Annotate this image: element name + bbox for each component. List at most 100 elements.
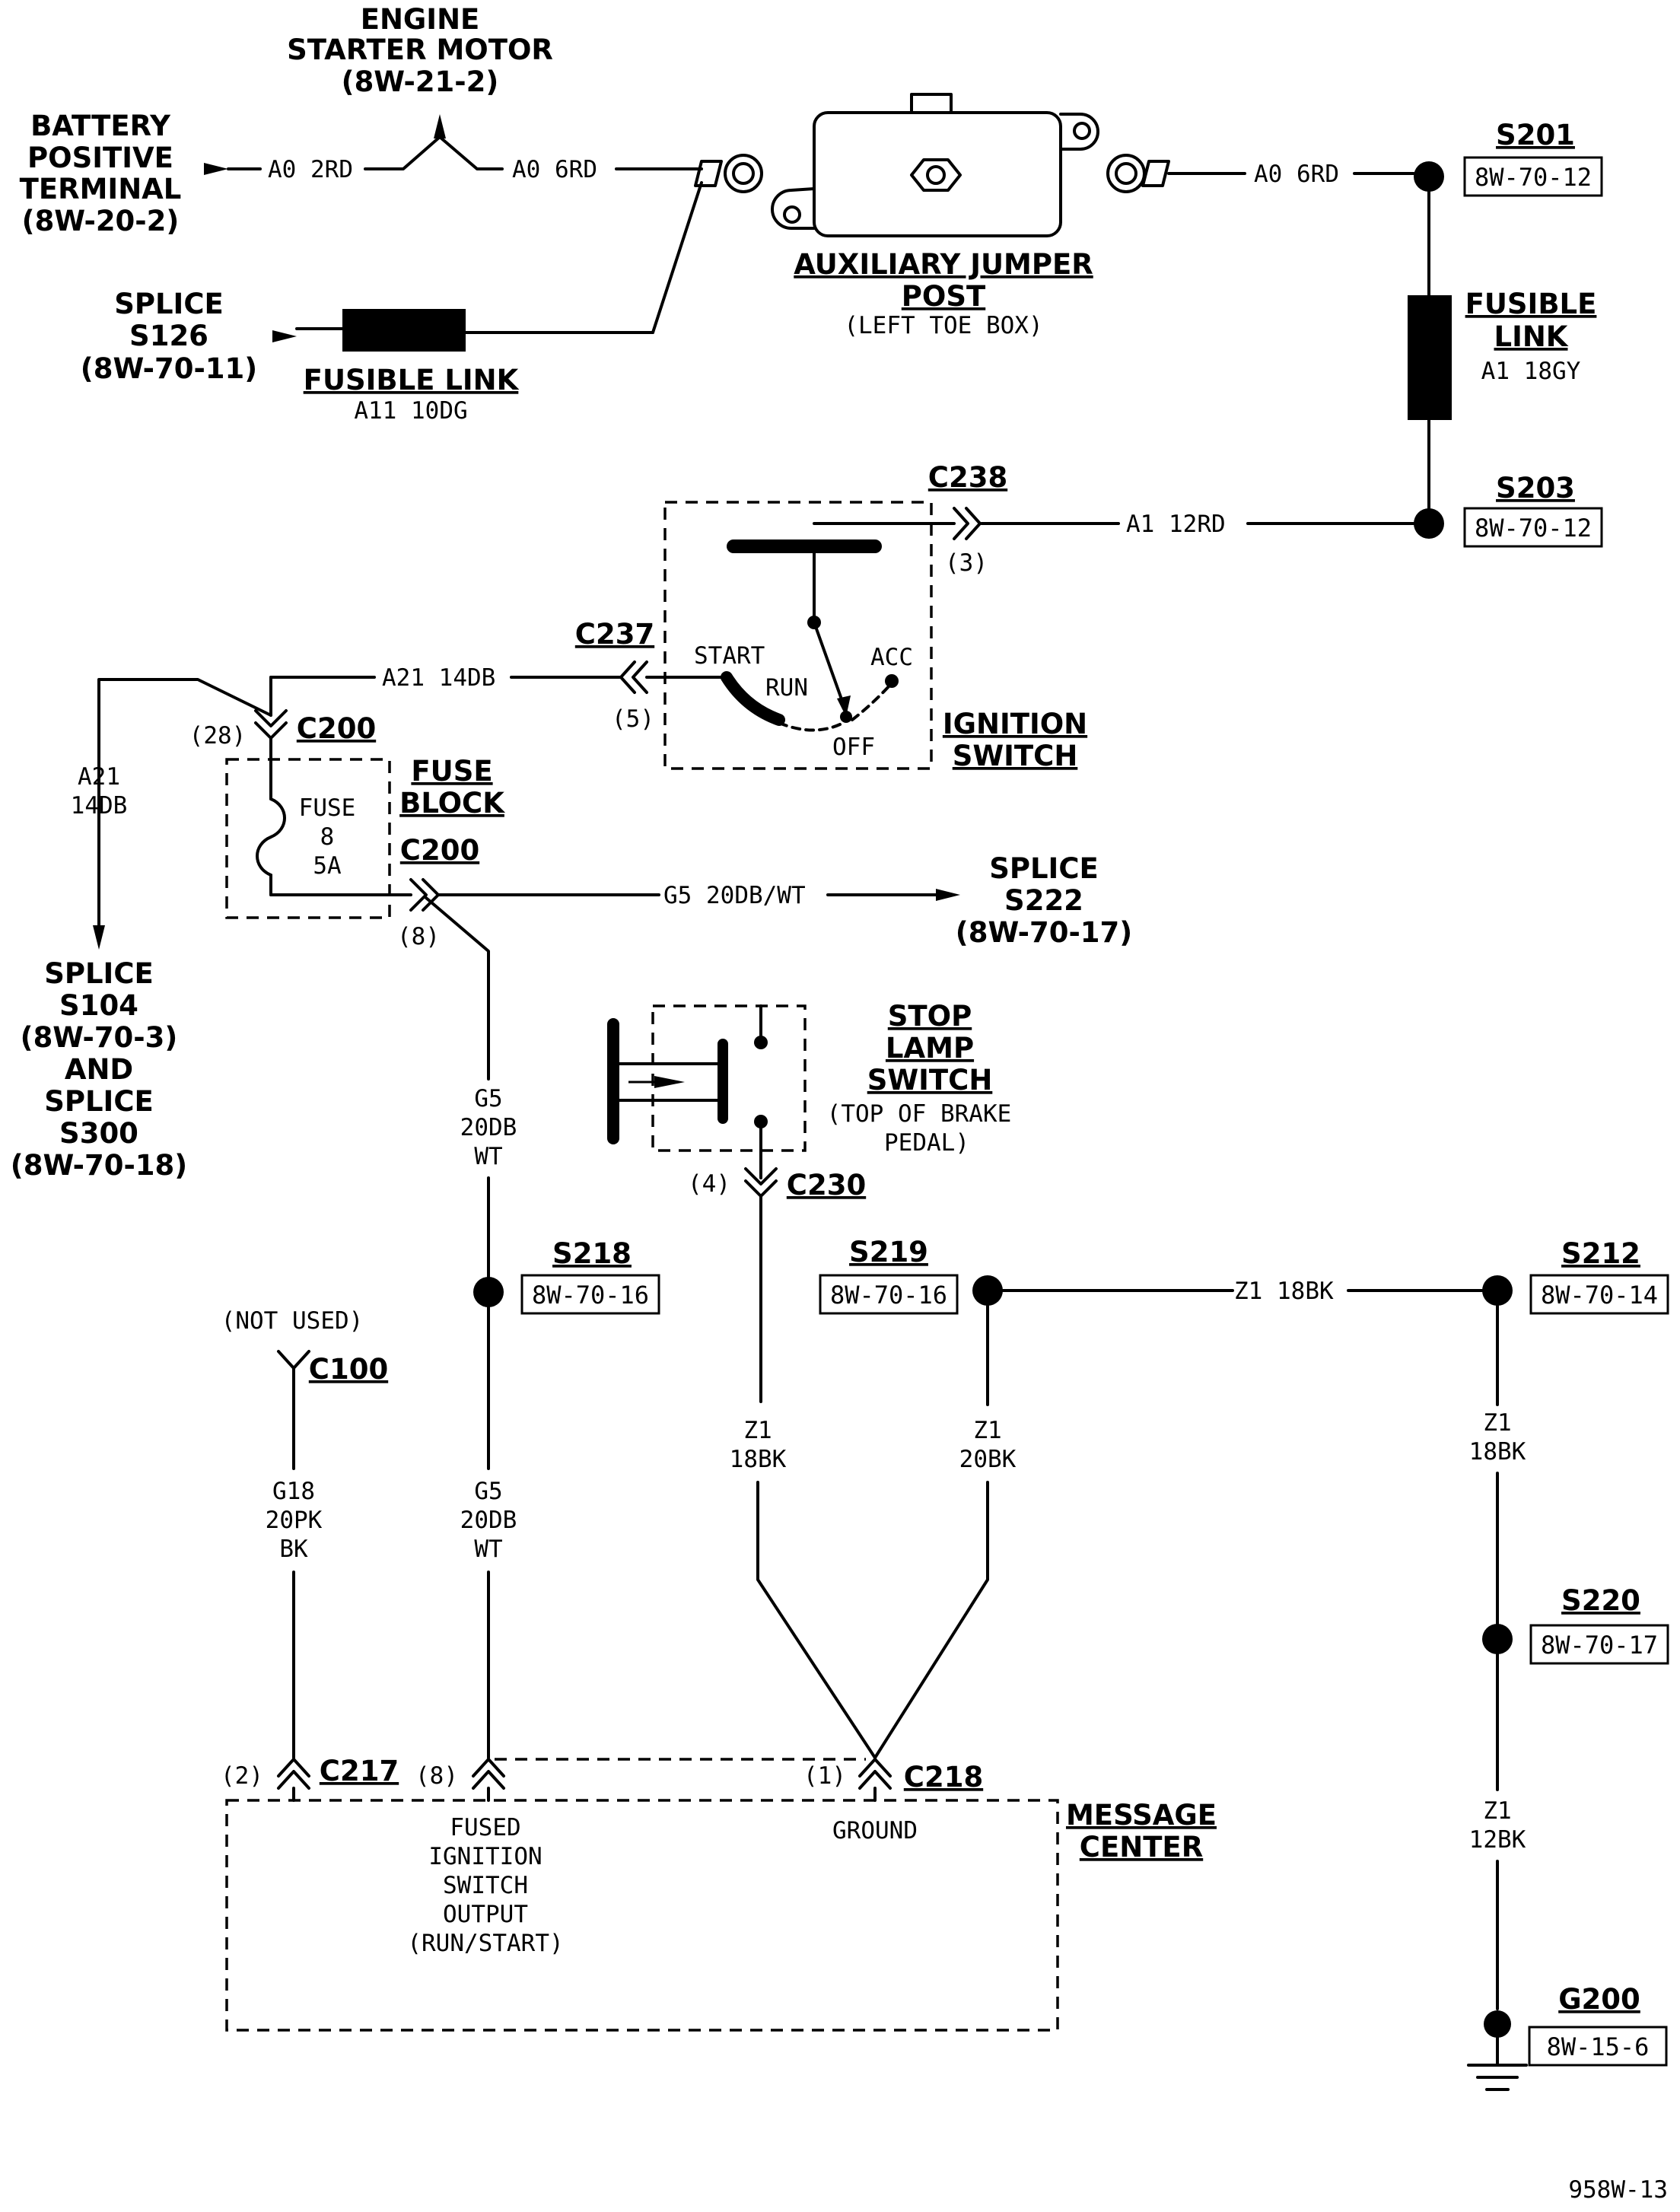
stop-lamp-switch-box bbox=[651, 1004, 807, 1152]
splice-s219-name: S219 bbox=[849, 1236, 928, 1268]
svg-text:(8W-21-2): (8W-21-2) bbox=[342, 65, 499, 98]
splice-s220-name: S220 bbox=[1561, 1584, 1640, 1617]
connector-c238-pin: (3) bbox=[945, 549, 988, 577]
wire-a0-6rd-right: A0 6RD bbox=[1254, 161, 1339, 188]
svg-text:OUTPUT: OUTPUT bbox=[443, 1901, 528, 1928]
svg-text:AND: AND bbox=[65, 1053, 133, 1086]
wire-a21-label: A21 bbox=[78, 763, 120, 791]
connector-c237-icon bbox=[619, 660, 648, 694]
connector-c200-bottom: C200 bbox=[400, 834, 479, 867]
connector-c217-pin8: (8) bbox=[415, 1762, 458, 1790]
starter-arrow-icon bbox=[434, 114, 446, 138]
a21-arrow-icon bbox=[93, 925, 105, 950]
ground-g200-dot bbox=[1484, 2010, 1511, 2038]
splice-s203-dot bbox=[1414, 508, 1444, 539]
splice-s212-dot bbox=[1482, 1275, 1513, 1306]
stop-lamp-plunger-arrow-icon bbox=[654, 1076, 685, 1088]
wire-z1b-label-2: 20BK bbox=[959, 1446, 1017, 1473]
wire-z1d-label: Z1 bbox=[1483, 1797, 1511, 1825]
wire-a0-6rd-left: A0 6RD bbox=[512, 156, 597, 183]
svg-text:LAMP: LAMP bbox=[886, 1032, 974, 1065]
wire-g5-label: G5 bbox=[474, 1085, 502, 1112]
svg-text:STARTER MOTOR: STARTER MOTOR bbox=[287, 33, 553, 66]
splice-s222-label: SPLICE S222 (8W-70-17) bbox=[956, 852, 1132, 949]
splice-s220-ref: 8W-70-17 bbox=[1541, 1631, 1658, 1660]
splice-s212-ref: 8W-70-14 bbox=[1541, 1281, 1658, 1310]
connector-c217-pin8-icon bbox=[472, 1758, 505, 1790]
splice-s126-label: SPLICE S126 (8W-70-11) bbox=[81, 288, 257, 385]
wire-g5-label-3: WT bbox=[474, 1143, 502, 1170]
wire-g18-label: G18 bbox=[272, 1478, 315, 1505]
fuse-block-box bbox=[225, 758, 391, 919]
svg-text:SPLICE: SPLICE bbox=[989, 852, 1099, 885]
svg-text:(8W-70-17): (8W-70-17) bbox=[956, 916, 1132, 949]
svg-text:TERMINAL: TERMINAL bbox=[20, 173, 182, 205]
wire-a21-14db: A21 14DB bbox=[382, 664, 495, 692]
auxiliary-jumper-post-icon bbox=[771, 93, 1099, 237]
splice-s212-name: S212 bbox=[1561, 1237, 1640, 1270]
splice-s218-name: S218 bbox=[552, 1237, 632, 1270]
connector-c200-bottom-pin: (8) bbox=[397, 923, 440, 950]
s126-arrow-icon bbox=[272, 330, 297, 342]
splice-s218-dot bbox=[473, 1277, 504, 1307]
fuse-block-title-2: BLOCK bbox=[399, 787, 505, 820]
wire-g5-label-2: 20DB bbox=[460, 1114, 517, 1141]
svg-text:STOP: STOP bbox=[888, 1000, 972, 1033]
svg-text:SPLICE: SPLICE bbox=[44, 957, 154, 990]
connector-c238-icon bbox=[953, 507, 982, 540]
svg-text:S222: S222 bbox=[1004, 884, 1083, 917]
connector-c230: C230 bbox=[787, 1169, 866, 1201]
connector-c238: C238 bbox=[928, 461, 1007, 494]
connector-c237: C237 bbox=[575, 618, 654, 651]
svg-text:PEDAL): PEDAL) bbox=[884, 1129, 969, 1157]
fusible-link-left-wire: A11 10DG bbox=[354, 397, 467, 425]
ignition-switch-title-2: SWITCH bbox=[953, 740, 1078, 772]
ground-g200-name: G200 bbox=[1558, 1983, 1640, 2016]
connector-c217: C217 bbox=[320, 1755, 399, 1787]
ignition-off-label: OFF bbox=[832, 734, 875, 761]
ignition-switch-box bbox=[663, 501, 933, 770]
wire-a1-12rd: A1 12RD bbox=[1126, 511, 1226, 538]
connector-c200-top: C200 bbox=[297, 712, 376, 745]
svg-text:SPLICE: SPLICE bbox=[44, 1085, 154, 1118]
splice-s218-ref: 8W-70-16 bbox=[532, 1281, 649, 1310]
wire-z1b-label: Z1 bbox=[973, 1417, 1001, 1444]
wire-z1d-label-2: 12BK bbox=[1469, 1826, 1526, 1854]
splice-s219-ref: 8W-70-16 bbox=[830, 1281, 947, 1310]
svg-text:ENGINE: ENGINE bbox=[361, 3, 480, 36]
connector-c217-pin2: (2) bbox=[221, 1762, 263, 1790]
wire-z1c-label: Z1 bbox=[1483, 1409, 1511, 1437]
ignition-run-label: RUN bbox=[765, 674, 808, 702]
connector-c218: C218 bbox=[904, 1761, 983, 1793]
auxiliary-jumper-post-label: AUXILIARY JUMPER POST (LEFT TOE BOX) bbox=[794, 248, 1093, 339]
svg-text:SWITCH: SWITCH bbox=[443, 1872, 528, 1899]
connector-c218-icon bbox=[858, 1758, 892, 1790]
svg-text:(8W-70-3): (8W-70-3) bbox=[21, 1021, 178, 1054]
battery-positive-terminal-label: BATTERY POSITIVE TERMINAL (8W-20-2) bbox=[20, 110, 182, 237]
fusible-link-left-icon bbox=[342, 309, 466, 352]
ring-terminal-right-icon bbox=[1106, 154, 1170, 193]
wire-g18-label-3: BK bbox=[279, 1536, 308, 1563]
svg-text:(TOP OF BRAKE: (TOP OF BRAKE bbox=[827, 1100, 1012, 1128]
wire-z1c-label-2: 18BK bbox=[1469, 1438, 1526, 1466]
svg-text:POST: POST bbox=[902, 280, 986, 313]
svg-text:(8W-70-11): (8W-70-11) bbox=[81, 352, 257, 385]
connector-c217-pin2-icon bbox=[277, 1758, 310, 1790]
splice-s203-name: S203 bbox=[1496, 472, 1575, 504]
fuse-block-title: FUSE bbox=[411, 755, 492, 788]
wire-g5b-label-3: WT bbox=[474, 1536, 502, 1563]
ignition-start-label: START bbox=[694, 642, 765, 670]
splice-s104-s300-label: SPLICE S104 (8W-70-3) AND SPLICE S300 (8… bbox=[11, 957, 187, 1182]
connector-c100: C100 bbox=[309, 1353, 388, 1386]
svg-text:(8W-20-2): (8W-20-2) bbox=[22, 205, 180, 237]
wire-g18-label-2: 20PK bbox=[266, 1507, 323, 1534]
wire-z1a-label-2: 18BK bbox=[730, 1446, 787, 1473]
splice-s219-dot bbox=[972, 1275, 1003, 1306]
ground-icon bbox=[1467, 2036, 1528, 2091]
fuse-label-3: 5A bbox=[313, 852, 342, 880]
connector-c100-note: (NOT USED) bbox=[221, 1307, 364, 1335]
message-center-ground-label: GROUND bbox=[832, 1817, 918, 1844]
svg-text:SWITCH: SWITCH bbox=[867, 1064, 993, 1096]
svg-text:LINK: LINK bbox=[1494, 320, 1569, 353]
